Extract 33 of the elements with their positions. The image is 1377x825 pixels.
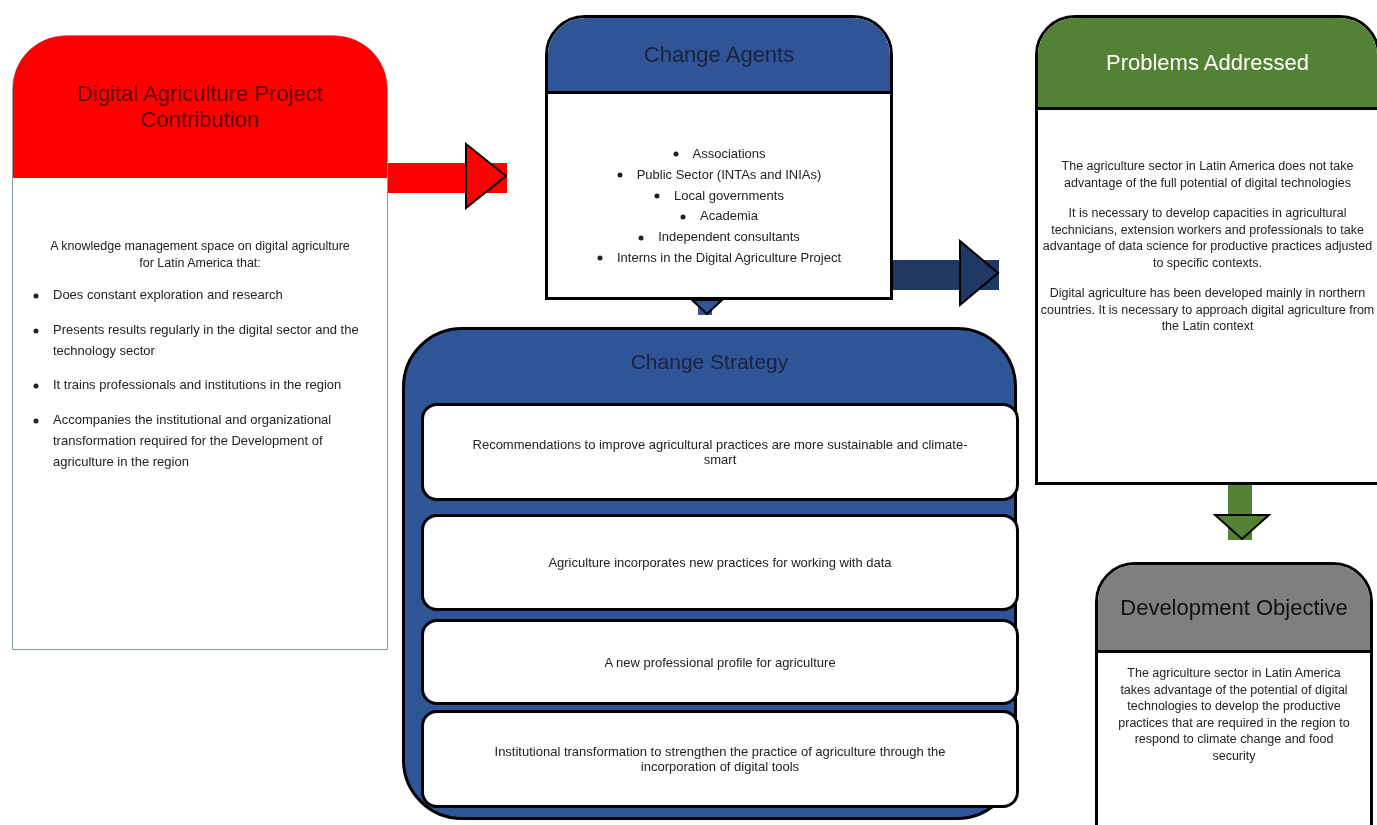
bullet-text: Local governments [674,186,784,205]
bullet-text: Associations [692,145,766,163]
paragraph: The agriculture sector in Latin America takes advantage of the potential of digital technologies to develop the productive practices that are required in the region to respond to climate change and food security [1118,665,1350,764]
block-arrow [388,143,507,209]
bullet-text: It trains professionals and institutions in the region [53,376,342,395]
block-arrow [691,299,723,315]
strategy-panel [402,327,1017,820]
bullet-text: Public Sector (INTAs and INIAs) [636,165,822,184]
card [1095,562,1373,825]
bullet-text: Accompanies the institutional and organizational transformation required for the Development of agriculture in the region [53,411,333,471]
card [12,35,388,650]
card [545,15,893,300]
bullet-text: Does constant exploration and research [53,286,283,304]
paragraph: Digital agriculture has been developed mainly in northern countries. It is necessary to approach digital agriculture from the Latin context [1039,285,1376,335]
card-header: Change Agents [548,18,890,94]
strategy-box: Agriculture incorporates new practices for working with data [421,514,1019,611]
strategy-box: A new professional profile for agriculture [421,619,1019,705]
card-header: Problems Addressed [1038,18,1377,110]
card-header: Development Objective [1098,565,1370,653]
strategy-box: Recommendations to improve agricultural practices are more sustainable and climate-smart [421,403,1019,501]
card-header: Digital Agriculture Project Contribution [13,36,387,178]
bullet-text: Interns in the Digital Agriculture Project [617,249,841,267]
intro-text: A knowledge management space on digital agriculture for Latin America that: [49,238,351,271]
strategy-box: Institutional transformation to strengthen the practice of agriculture through the incorporation of digital tools [421,710,1019,808]
heading: Change Strategy [629,350,790,374]
bullet-text: Independent consultants [658,228,800,247]
block-arrow [1214,485,1270,540]
bullet-text: Presents results regularly in the digital sector and the technology sector [53,320,360,360]
paragraph: The agriculture sector in Latin America does not take advantage of the full potential of digital technologies [1060,158,1355,191]
bullet-text: Academia [700,207,758,226]
block-arrow [893,240,999,306]
paragraph: It is necessary to develop capacities in agricultural technicians, extension workers and professionals to take advantage of data science for productive practices adjusted to specific contexts. [1041,205,1374,271]
card [1035,15,1377,485]
